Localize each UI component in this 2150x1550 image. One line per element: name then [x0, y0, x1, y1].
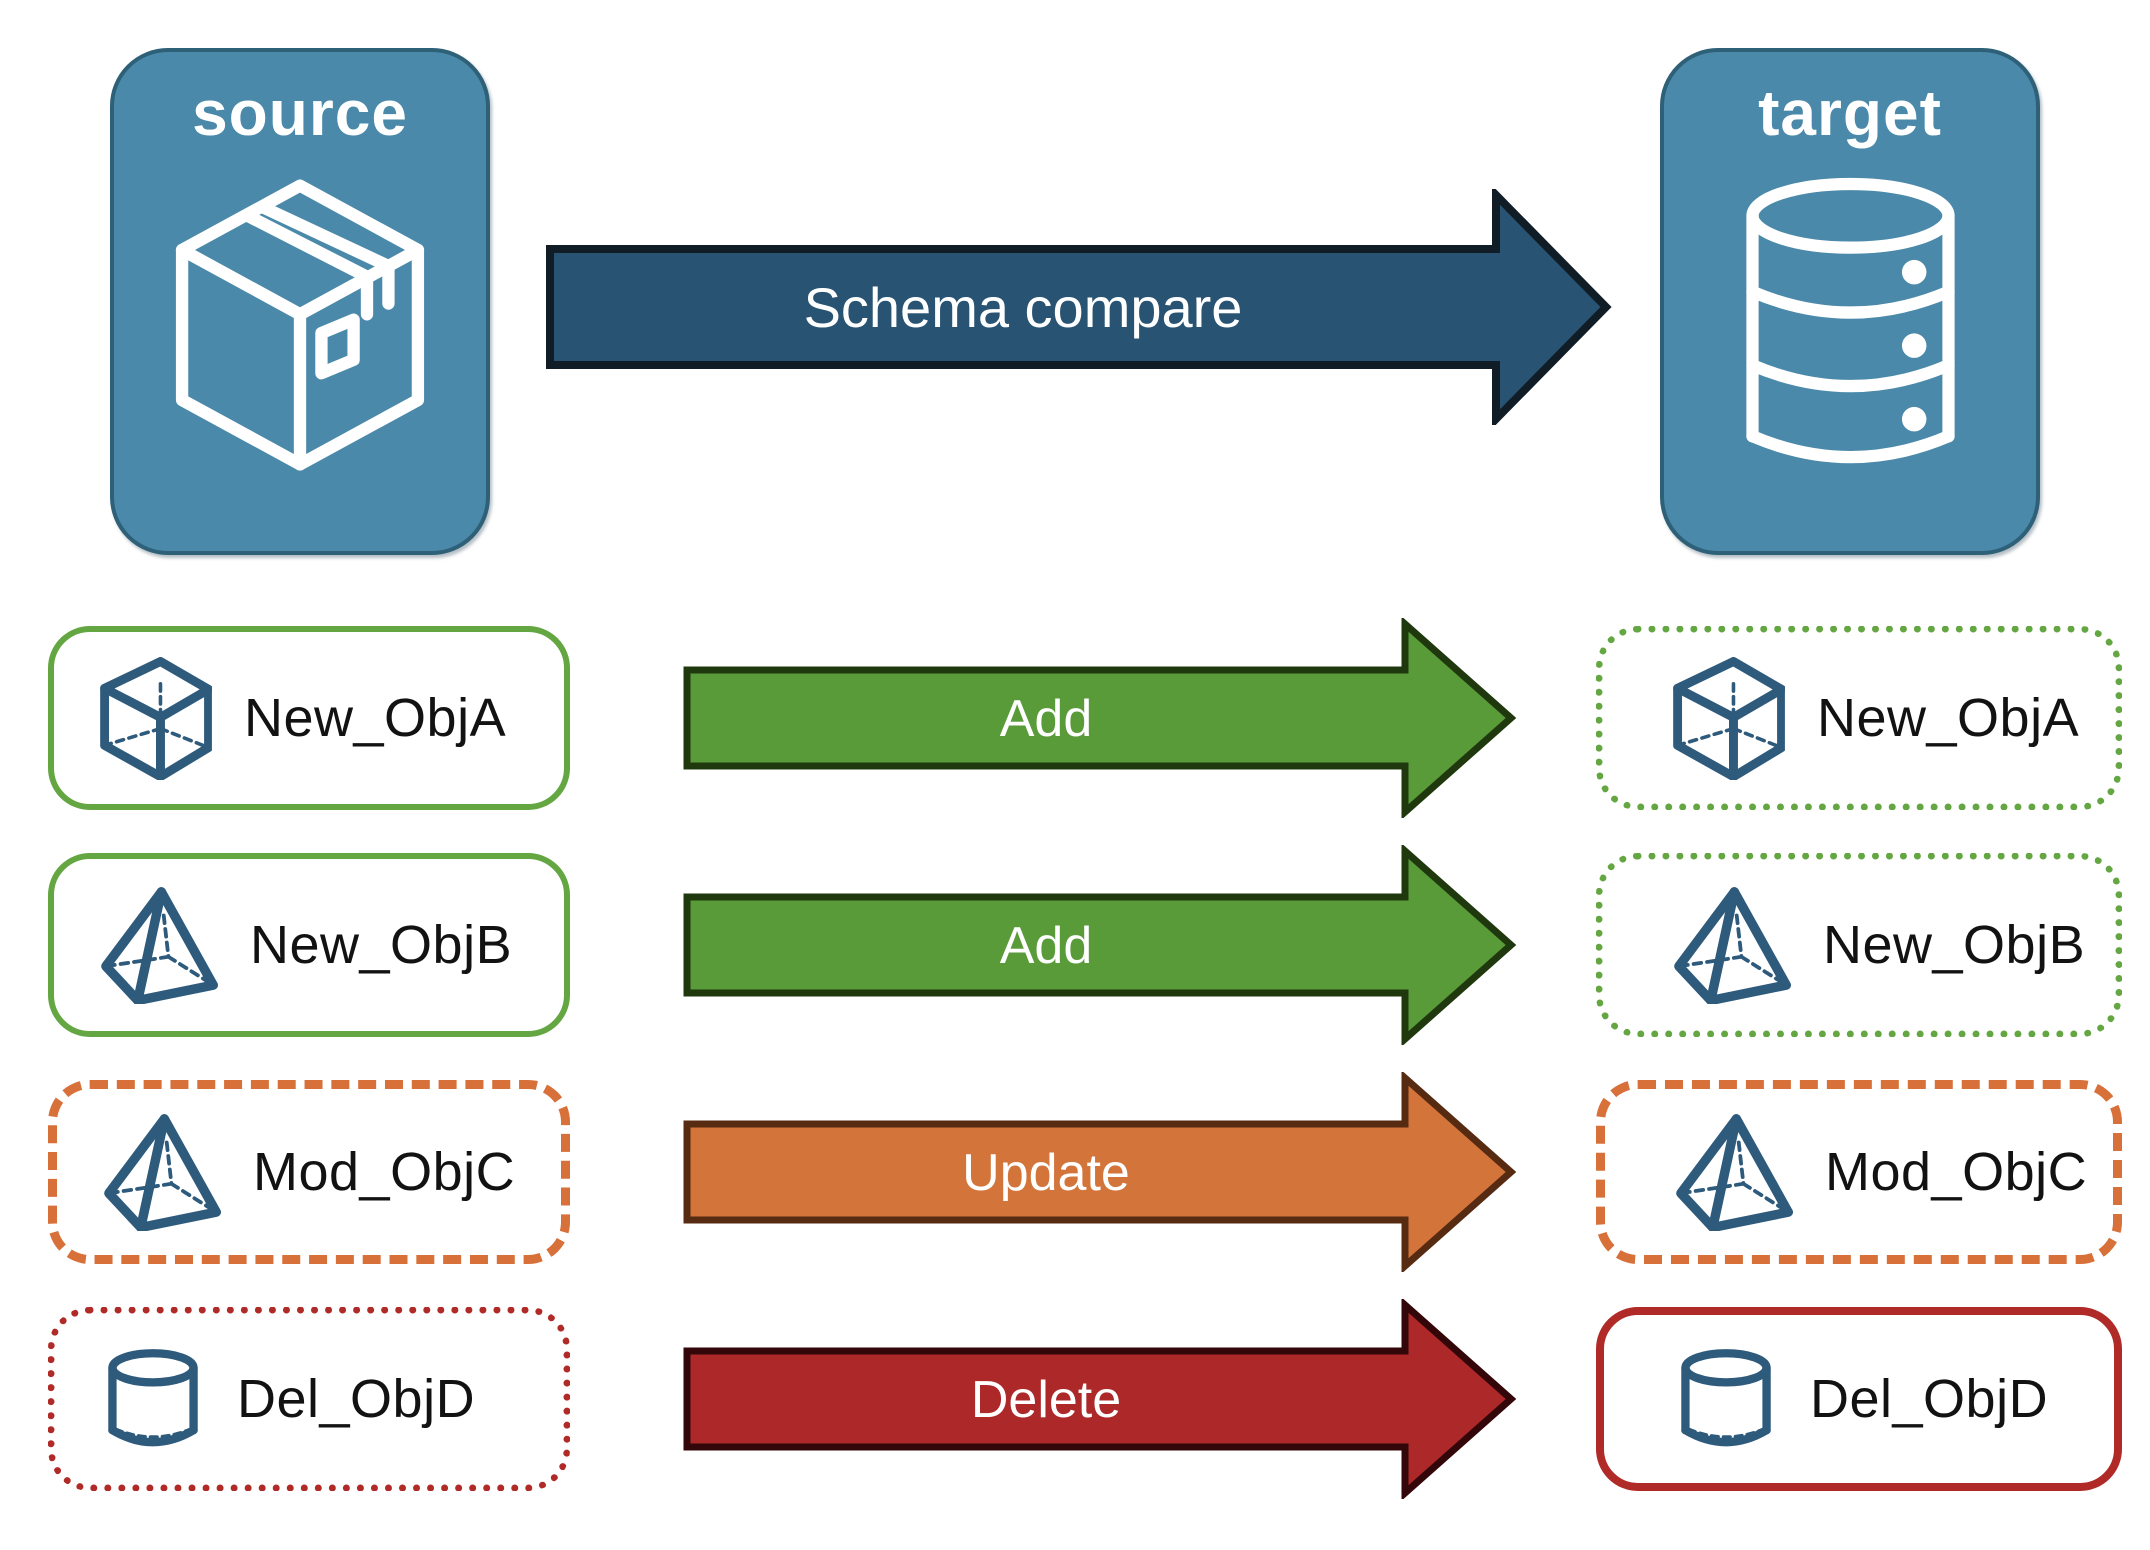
target-object-card-mod-objc: Mod_ObjC	[1596, 1080, 2122, 1264]
delete-arrow-label: Delete	[971, 1371, 1121, 1429]
object-label: Del_ObjD	[1810, 1369, 2049, 1429]
package-icon	[175, 179, 425, 471]
source-title: source	[192, 77, 408, 149]
object-label: New_ObjB	[250, 915, 513, 975]
add-arrow-label: Add	[1000, 690, 1093, 748]
schema-arrow-shape	[546, 189, 1612, 425]
target-object-card-new-obja: New_ObjA	[1596, 626, 2122, 810]
schema-compare-label: Schema compare	[804, 276, 1243, 339]
pyramid-icon	[1675, 1113, 1793, 1231]
object-label: New_ObjB	[1823, 915, 2086, 975]
cube-icon	[1673, 657, 1785, 780]
target-object-card-del-objd: Del_ObjD	[1596, 1307, 2122, 1491]
target-object-card-new-objb: New_ObjB	[1596, 853, 2122, 1037]
delete-arrow: Delete	[683, 1299, 1516, 1499]
update-arrow: Update	[683, 1072, 1516, 1272]
source-object-card-mod-objc: Mod_ObjC	[48, 1080, 570, 1264]
source-object-card-new-obja: New_ObjA	[48, 626, 570, 810]
object-label: Del_ObjD	[237, 1369, 476, 1429]
add-arrow: Add	[683, 845, 1516, 1045]
object-label: New_ObjA	[1817, 688, 2080, 748]
target-title: target	[1758, 77, 1942, 149]
add-arrow-shape	[683, 618, 1516, 818]
source-node: source	[110, 48, 490, 555]
target-node: target	[1660, 48, 2040, 555]
object-label: Mod_ObjC	[1825, 1142, 2088, 1202]
add-arrow-label: Add	[1000, 917, 1093, 975]
cylinder-icon	[101, 1347, 205, 1451]
schema-compare-arrow: Schema compare	[546, 189, 1612, 425]
object-label: Mod_ObjC	[253, 1142, 516, 1202]
pyramid-icon	[1673, 886, 1791, 1004]
add-arrow: Add	[683, 618, 1516, 818]
update-arrow-label: Update	[962, 1144, 1130, 1202]
pyramid-icon	[100, 886, 218, 1004]
source-object-card-del-objd: Del_ObjD	[48, 1307, 570, 1491]
database-icon	[1745, 177, 1955, 464]
pyramid-icon	[103, 1113, 221, 1231]
source-object-card-new-objb: New_ObjB	[48, 853, 570, 1037]
delete-arrow-shape	[683, 1299, 1516, 1499]
cylinder-icon	[1674, 1347, 1778, 1451]
add-arrow-shape	[683, 845, 1516, 1045]
object-label: New_ObjA	[244, 688, 507, 748]
update-arrow-shape	[683, 1072, 1516, 1272]
cube-icon	[100, 657, 212, 780]
